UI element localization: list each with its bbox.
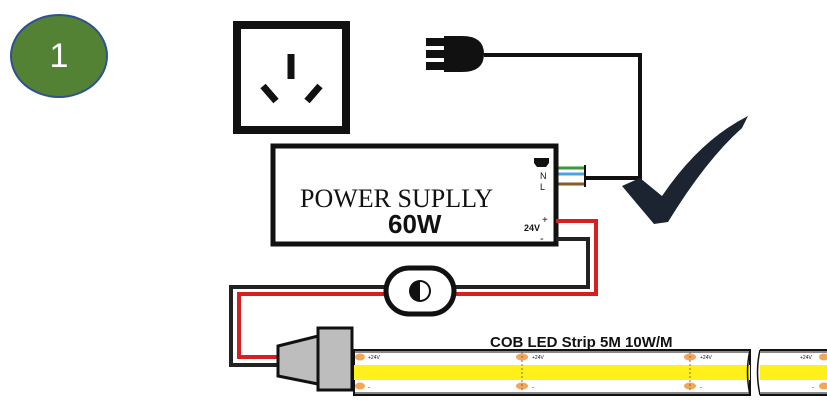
solder-pad — [819, 382, 827, 390]
strip-marker-voltage: +24V — [700, 355, 712, 361]
earth-symbol-icon — [534, 158, 549, 167]
solder-pad — [819, 353, 827, 361]
strip-marker-minus: - — [368, 385, 370, 391]
power-plug-icon — [426, 36, 484, 72]
wall-socket-icon — [233, 21, 350, 134]
power-supply-title: POWER SUPLLY — [300, 184, 493, 213]
led-strip-title: COB LED Strip 5M 10W/M — [490, 334, 673, 351]
cob-led-strip-continued: +24V - — [760, 349, 827, 396]
power-supply-box: POWER SUPLLY 60W N L 24V + - — [270, 143, 559, 247]
power-supply-wattage: 60W — [388, 209, 442, 239]
strip-connector — [276, 326, 354, 392]
strip-marker-voltage: +24V — [800, 355, 812, 361]
strip-marker-voltage: +24V — [532, 355, 544, 361]
strip-marker-minus: - — [532, 385, 534, 391]
output-minus-label: - — [540, 233, 544, 245]
strip-break-mark — [746, 349, 761, 396]
solder-pad — [516, 352, 528, 392]
step-number: 1 — [49, 36, 69, 75]
output-plus-label: + — [542, 215, 548, 226]
positive-wire — [237, 219, 598, 359]
terminal-l-label: L — [540, 182, 545, 192]
checkmark-icon — [622, 116, 748, 224]
terminal-n-label: N — [540, 171, 547, 181]
solder-pad — [355, 353, 365, 390]
step-number-badge: 1 — [10, 14, 108, 98]
cob-led-strip: +24V - +24V - +24V - — [353, 349, 751, 396]
strip-marker-minus: - — [812, 385, 814, 391]
inline-switch-icon[interactable] — [383, 265, 457, 317]
solder-pad — [684, 352, 696, 392]
strip-marker-minus: - — [700, 385, 702, 391]
output-voltage-label: 24V — [524, 223, 540, 233]
mains-cable — [484, 53, 642, 180]
strip-marker-voltage: +24V — [368, 355, 380, 361]
negative-wire — [229, 237, 590, 367]
